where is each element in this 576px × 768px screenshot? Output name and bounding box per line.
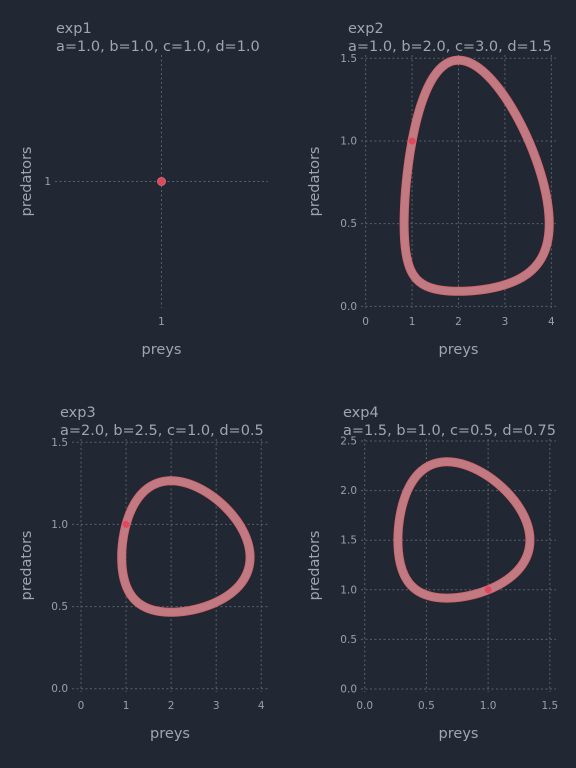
- initial-point-marker: [122, 520, 130, 528]
- x-tick-label: 4: [258, 700, 265, 712]
- x-tick-label: 3: [502, 316, 509, 328]
- chart-exp4: 0.0 0.5 1.0 1.5 0.0 0.5 1.0 1.5 2.0 2.5 exp4 a=1.5,…: [307, 405, 558, 742]
- y-axis-label: predators: [307, 531, 323, 601]
- chart-exp1: 1 1 exp1 a=1.0, b=1.0, c=1.0, d=1.0 preys pre…: [19, 21, 268, 358]
- x-axis-label: preys: [439, 342, 479, 358]
- x-tick-label: 1.0: [480, 700, 497, 712]
- y-tick-label: 0.5: [340, 634, 357, 646]
- trajectory-line: [400, 56, 553, 295]
- trajectory-line: [394, 458, 534, 602]
- y-axis-label: predators: [19, 147, 35, 217]
- initial-point-marker: [158, 178, 165, 185]
- y-axis-label: predators: [307, 147, 323, 217]
- y-tick-label: 1: [44, 176, 51, 188]
- y-tick-label: 0.0: [340, 684, 357, 696]
- x-tick-label: 2: [455, 316, 462, 328]
- x-tick-label: 1.5: [541, 700, 558, 712]
- y-tick-label: 0.0: [340, 301, 357, 313]
- chart-exp3: 0 1 2 3 4 0.0 0.5 1.0 1.5 exp3 a=2.0, b=2.5, c=1.0…: [19, 405, 268, 742]
- x-tick-label: 0: [362, 316, 369, 328]
- x-tick-label: 1: [409, 316, 416, 328]
- chart-subtitle: a=1.0, b=2.0, c=3.0, d=1.5: [348, 39, 552, 55]
- x-axis-label: preys: [439, 726, 479, 742]
- x-tick-label: 2: [168, 700, 175, 712]
- y-tick-label: 2.0: [340, 485, 357, 497]
- x-tick-label: 0.5: [418, 700, 435, 712]
- chart-subtitle: a=2.0, b=2.5, c=1.0, d=0.5: [60, 423, 264, 439]
- chart-title: exp2: [348, 21, 384, 37]
- initial-point-marker: [408, 137, 416, 145]
- chart-exp2: 0 1 2 3 4 0.0 0.5 1.0 1.5 exp2 a=1.0, b=2.0, c=3.0…: [307, 21, 556, 358]
- y-tick-label: 0.0: [51, 683, 68, 695]
- y-axis-label: predators: [19, 531, 35, 601]
- chart-subtitle: a=1.5, b=1.0, c=0.5, d=0.75: [343, 423, 556, 439]
- y-tick-label: 2.5: [340, 435, 357, 447]
- x-tick-label: 1: [158, 316, 165, 328]
- x-tick-label: 1: [123, 700, 130, 712]
- y-tick-label: 1.0: [340, 135, 357, 147]
- y-tick-label: 1.5: [340, 535, 357, 547]
- y-tick-label: 1.0: [340, 584, 357, 596]
- y-tick-label: 1.5: [51, 437, 68, 449]
- y-tick-label: 0.5: [340, 218, 357, 230]
- x-axis-label: preys: [150, 726, 190, 742]
- y-tick-label: 1.0: [51, 519, 68, 531]
- chart-title: exp4: [343, 405, 379, 421]
- trajectory-line: [118, 477, 254, 616]
- y-tick-label: 0.5: [51, 601, 68, 613]
- initial-point-marker: [484, 586, 492, 594]
- x-tick-label: 3: [213, 700, 220, 712]
- chart-title: exp3: [60, 405, 96, 421]
- x-tick-label: 0.0: [356, 700, 373, 712]
- x-tick-label: 4: [548, 316, 555, 328]
- y-tick-label: 1.5: [340, 53, 357, 65]
- x-axis-label: preys: [142, 342, 182, 358]
- chart-subtitle: a=1.0, b=1.0, c=1.0, d=1.0: [56, 39, 260, 55]
- chart-title: exp1: [56, 21, 92, 37]
- x-tick-label: 0: [78, 700, 85, 712]
